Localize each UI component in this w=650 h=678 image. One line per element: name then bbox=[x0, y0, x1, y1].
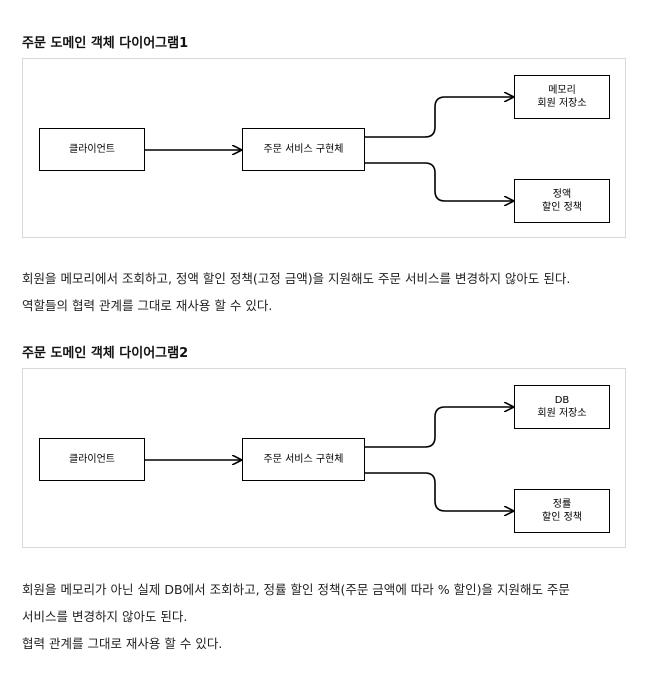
client-node: 클라이언트 bbox=[39, 438, 145, 481]
client-node: 클라이언트 bbox=[39, 128, 145, 171]
description-2-line-1: 회원을 메모리가 아닌 실제 DB에서 조회하고, 정률 할인 정책(주문 금액… bbox=[22, 582, 570, 597]
order-service-label: 주문 서비스 구현체 bbox=[263, 144, 344, 155]
arrow-service-to-policy bbox=[365, 162, 513, 201]
order-service-node: 주문 서비스 구현체 bbox=[242, 438, 365, 481]
repository-type-label: 메모리 bbox=[548, 85, 576, 96]
description-2-line-2: 서비스를 변경하지 않아도 된다. bbox=[22, 609, 188, 624]
policy-type-label: 정액 bbox=[552, 189, 572, 200]
description-2-line-3: 협력 관계를 그대로 재사용 할 수 있다. bbox=[22, 636, 223, 651]
diagram-1-title: 주문 도메인 객체 다이어그램1 bbox=[22, 36, 189, 51]
client-label: 클라이언트 bbox=[69, 454, 115, 465]
repository-label: 회원 저장소 bbox=[537, 408, 587, 419]
diagram-2-title: 주문 도메인 객체 다이어그램2 bbox=[22, 346, 189, 361]
policy-label: 할인 정책 bbox=[542, 512, 582, 523]
description-1-line-1: 회원을 메모리에서 조회하고, 정액 할인 정책(고정 금액)을 지원해도 주문… bbox=[22, 271, 571, 286]
order-service-node: 주문 서비스 구현체 bbox=[242, 128, 365, 171]
client-label: 클라이언트 bbox=[69, 144, 115, 155]
repository-type-label: DB bbox=[554, 395, 570, 406]
policy-type-label: 정률 bbox=[552, 499, 572, 510]
policy-label: 할인 정책 bbox=[542, 202, 582, 213]
order-service-label: 주문 서비스 구현체 bbox=[263, 454, 344, 465]
discount-policy-node: 정률 할인 정책 bbox=[514, 489, 610, 533]
description-2: 회원을 메모리가 아닌 실제 DB에서 조회하고, 정률 할인 정책(주문 금액… bbox=[22, 576, 632, 657]
repository-label: 회원 저장소 bbox=[537, 98, 587, 109]
diagram-2: 클라이언트 주문 서비스 구현체 DB 회원 저장소 정률 할인 정책 bbox=[22, 368, 626, 548]
diagram-1: 클라이언트 주문 서비스 구현체 메모리 회원 저장소 정액 할인 정책 bbox=[22, 58, 626, 238]
arrow-service-to-policy bbox=[365, 472, 513, 511]
diagram-2-connectors bbox=[145, 369, 627, 549]
arrow-service-to-repository bbox=[365, 407, 513, 448]
description-1-line-2: 역할들의 협력 관계를 그대로 재사용 할 수 있다. bbox=[22, 298, 273, 313]
diagram-1-connectors bbox=[145, 59, 627, 239]
arrow-service-to-repository bbox=[365, 97, 513, 138]
description-1: 회원을 메모리에서 조회하고, 정액 할인 정책(고정 금액)을 지원해도 주문… bbox=[22, 265, 632, 319]
member-repository-node: 메모리 회원 저장소 bbox=[514, 75, 610, 119]
member-repository-node: DB 회원 저장소 bbox=[514, 385, 610, 429]
discount-policy-node: 정액 할인 정책 bbox=[514, 179, 610, 223]
